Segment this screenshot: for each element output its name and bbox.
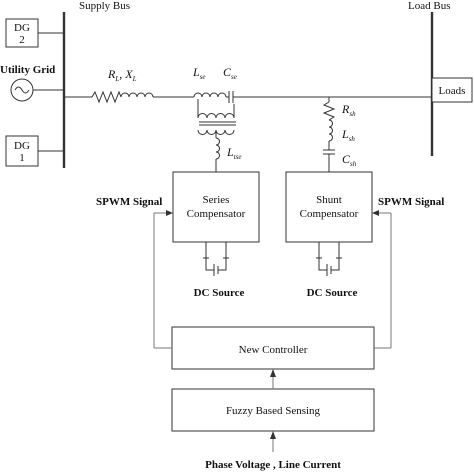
shunt-compensator-label-line2: Compensator: [300, 208, 359, 220]
spwm-left-arrow-icon: [166, 210, 173, 216]
shunt-resistor-label: Rsh: [341, 102, 356, 118]
dc-source-left-label: DC Source: [194, 287, 245, 299]
dc-source-right-label: DC Source: [307, 287, 358, 299]
series-compensator-label-line1: Series: [203, 194, 230, 206]
dg2-label-line2: 2: [19, 34, 25, 46]
dg1-box: [5, 135, 39, 167]
inputs-to-sensing-arrow-icon: [270, 431, 276, 439]
load-bus-label: Load Bus: [408, 0, 450, 12]
series-compensator-label-line2: Compensator: [187, 208, 246, 220]
dc-left-capacitor-icon: [205, 258, 227, 276]
measured-inputs-label: Phase Voltage , Line Current: [205, 459, 341, 471]
dg2-label-line1: DG: [14, 22, 30, 34]
supply-bus-label: Supply Bus: [79, 0, 130, 12]
line-impedance-label: RL, XL: [107, 67, 137, 83]
coupling-inductor-icon: [215, 137, 220, 160]
utility-grid-label: Utility Grid: [0, 64, 55, 76]
shunt-resistor-icon: [322, 101, 336, 121]
loads-box: [431, 77, 473, 103]
shunt-inductor-icon: [328, 119, 333, 142]
spwm-signal-left-label: SPWM Signal: [96, 196, 162, 208]
sensing-to-controller-arrow-icon: [270, 369, 276, 377]
line-resistor-icon: [91, 90, 122, 104]
dg1-label-line1: DG: [14, 140, 30, 152]
series-capacitor-label: Cse: [223, 65, 237, 81]
series-inductor-label: Lse: [192, 65, 206, 81]
loads-label: Loads: [439, 85, 466, 97]
fuzzy-sensing-label: Fuzzy Based Sensing: [226, 405, 321, 417]
spwm-signal-right-label: SPWM Signal: [378, 196, 444, 208]
coupling-inductor-label: Ltse: [226, 145, 241, 161]
new-controller-box: [171, 326, 375, 370]
shunt-compensator-label-line1: Shunt: [316, 194, 342, 206]
dg1-label-line2: 1: [19, 152, 25, 164]
fuzzy-sensing-box: [171, 388, 375, 432]
ac-sine-icon: [14, 86, 30, 94]
series-inductor-icon: [193, 92, 227, 98]
series-transformer-primary-icon: [197, 113, 235, 119]
dc-right-capacitor-icon: [318, 258, 340, 276]
new-controller-label: New Controller: [239, 344, 308, 356]
shunt-capacitor-label: Csh: [342, 152, 357, 168]
shunt-inductor-label: Lsh: [341, 127, 355, 143]
spwm-right-arrow-icon: [372, 210, 379, 216]
series-compensator-box: [172, 171, 260, 243]
shunt-compensator-box: [285, 171, 373, 243]
line-inductor-icon: [120, 92, 154, 98]
